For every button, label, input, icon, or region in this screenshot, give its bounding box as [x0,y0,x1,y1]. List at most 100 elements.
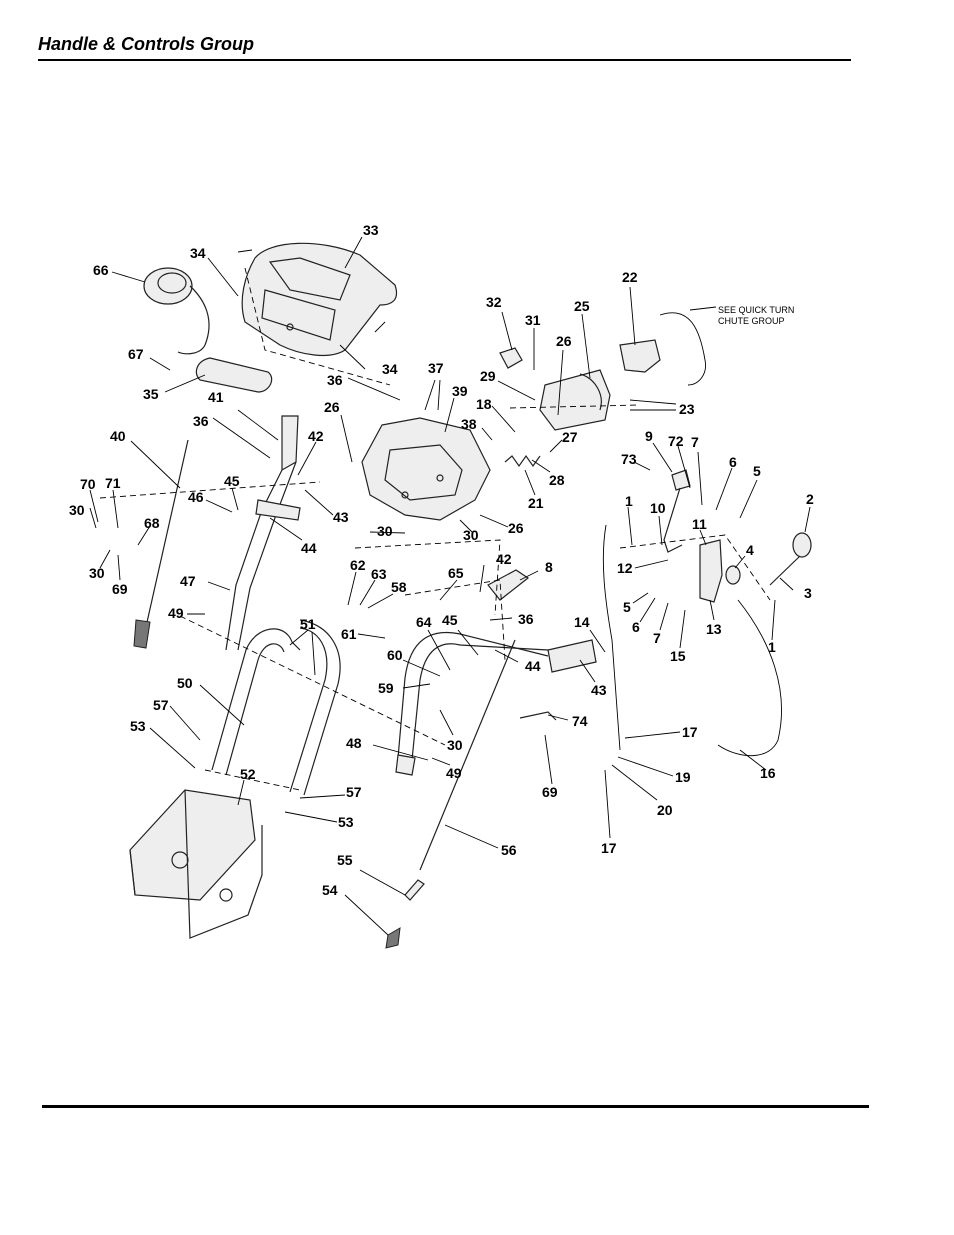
callout: 36 [518,611,534,627]
callout: 57 [153,697,169,713]
chute-cable [659,312,706,386]
callout: 60 [387,647,403,663]
callout: 18 [476,396,492,412]
leader-lines [89,236,811,936]
dash-line-5 [354,539,501,616]
callout: 64 [416,614,432,630]
callout: 66 [93,262,109,278]
callout: 5 [623,599,631,615]
callout: 17 [682,724,698,740]
lever-knob-9 [671,469,691,491]
rod-end [133,619,151,649]
callout: 30 [447,737,463,753]
callout: 28 [549,472,565,488]
callout: 34 [382,361,398,377]
callout: 51 [300,616,316,632]
callout: 6 [729,454,737,470]
callout: 61 [341,626,357,642]
control-bracket [699,539,723,603]
callout: 13 [706,621,722,637]
callout: 29 [480,368,496,384]
callout: 53 [130,718,146,734]
callout: 69 [542,784,558,800]
callout: 11 [692,516,707,532]
control-panel [361,417,491,521]
callout: 49 [446,765,462,781]
callout: 1 [768,639,776,655]
callout: 14 [574,614,590,630]
callout: 16 [760,765,776,781]
callout: 30 [463,527,479,543]
callout: 12 [617,560,633,576]
handle-3 [769,555,801,586]
callout: 45 [224,473,240,489]
callout: 41 [208,389,224,405]
callout: 43 [591,682,607,698]
callout: 39 [452,383,468,399]
page-title: Handle & Controls Group [38,34,254,54]
callout: 42 [496,551,512,567]
callout: 63 [371,566,387,582]
dash-line-8 [404,579,506,661]
spring [504,454,541,468]
callout: 34 [190,245,206,261]
callout: 49 [168,605,184,621]
dash-line-7 [619,534,771,601]
callout: 56 [501,842,517,858]
long-rod [419,639,516,871]
reference-note-line-1: SEE QUICK TURN [718,305,794,315]
callout: 40 [110,428,126,444]
dash-panel-cover [241,242,398,356]
foam-pad [195,357,273,393]
callout: 32 [486,294,502,310]
callout: 31 [525,312,541,328]
callout: 67 [128,346,144,362]
callout: 55 [337,852,353,868]
callout: 5 [753,463,761,479]
callout: 74 [572,713,588,729]
callout: 44 [301,540,317,556]
callout: 37 [428,360,444,376]
shift-knob [499,347,523,369]
callout: 48 [346,735,362,751]
callout: 52 [240,766,256,782]
dash-line-1 [244,267,391,386]
callout: 26 [324,399,340,415]
callout: 21 [528,495,544,511]
header-rule [38,59,851,61]
callout: 7 [691,434,699,450]
chute-bracket [619,339,661,373]
knob-2 [792,532,812,558]
callout: 6 [632,619,640,635]
dash-line-4 [204,769,301,791]
callout: 62 [350,557,366,573]
shift-bracket [539,369,611,431]
callout: 43 [333,509,349,525]
callout: 38 [461,416,477,432]
callout: 58 [391,579,407,595]
callout: 36 [193,413,209,429]
callout: 57 [346,784,362,800]
drive-lever [487,569,530,601]
callout: 22 [622,269,638,285]
callout: 7 [653,630,661,646]
callout: 26 [556,333,572,349]
callout: 71 [105,475,121,491]
callout: 54 [322,882,338,898]
callout: 15 [670,648,686,664]
right-handle [395,632,597,776]
callout: 69 [112,581,128,597]
rod-boot [404,879,425,901]
callout: 33 [363,222,379,238]
callout: 72 [668,433,684,449]
reference-note-line-2: CHUTE GROUP [718,316,785,326]
callout: 9 [645,428,653,444]
callout: 10 [650,500,666,516]
housing-frame [129,789,263,939]
callout: 26 [508,520,524,536]
footer-rule [42,1105,869,1108]
callout: 3 [804,585,812,601]
callout: 36 [327,372,343,388]
callout: 27 [562,429,578,445]
